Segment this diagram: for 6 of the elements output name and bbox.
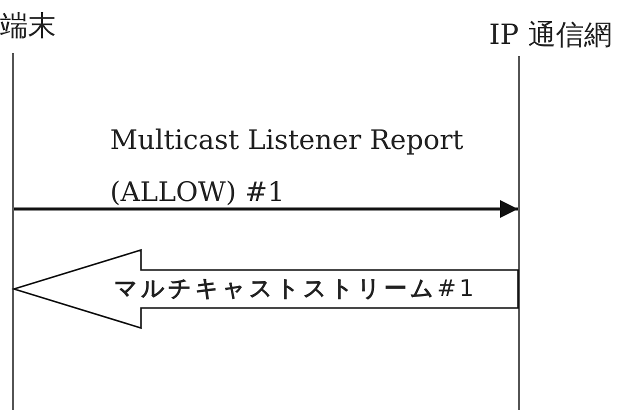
participant-label: 端末 [0, 11, 56, 41]
block-arrow [11, 248, 519, 330]
arrow [14, 200, 518, 218]
edge-label: マルチキャストストリーム#1 [114, 276, 477, 302]
participant-label: IP 通信網 [489, 20, 612, 50]
edge-label: Multicast Listener Report (ALLOW) #1 [110, 124, 464, 210]
